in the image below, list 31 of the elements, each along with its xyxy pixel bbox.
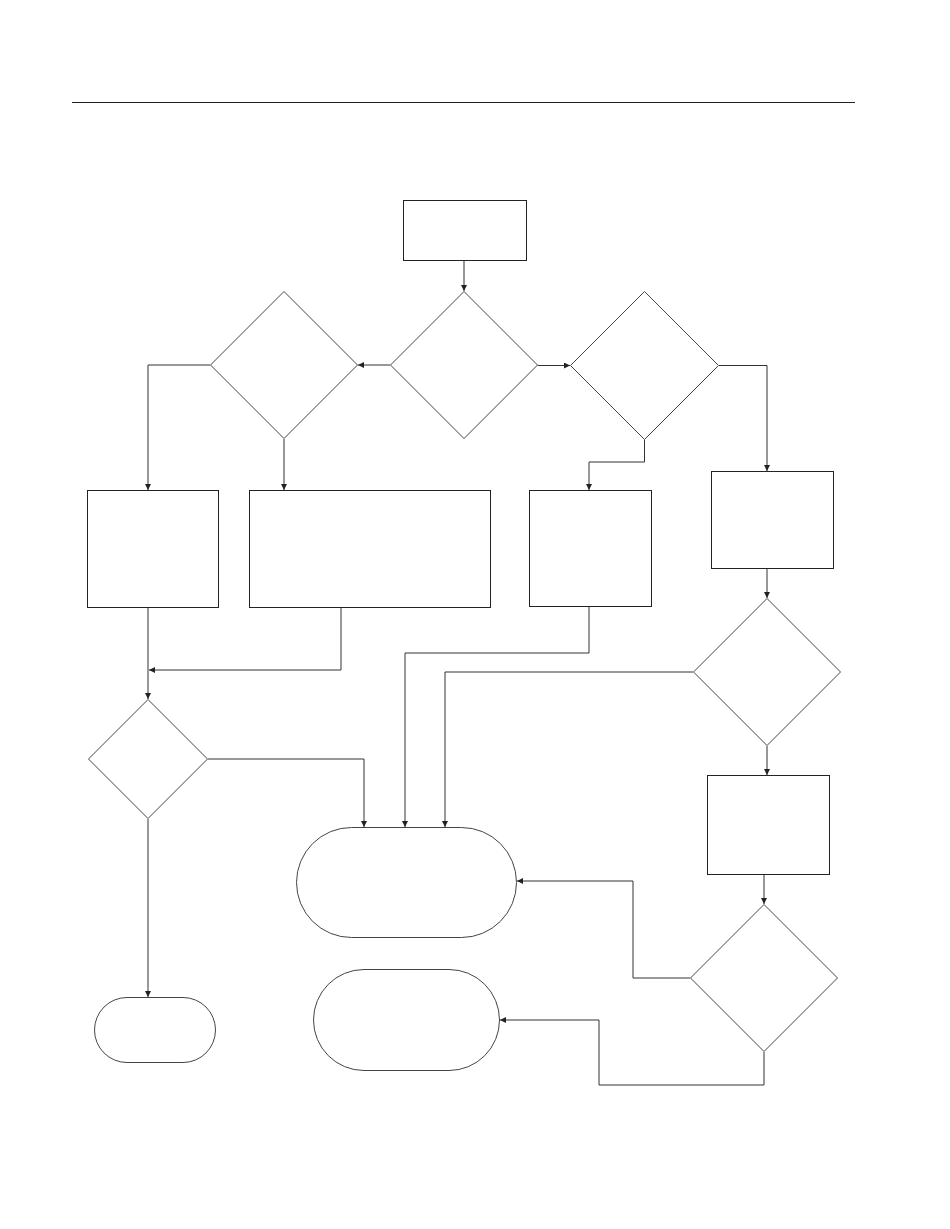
arrow (207, 758, 367, 828)
decision-diamond (570, 291, 719, 440)
decision-diamond (210, 291, 358, 439)
decision-diamond (88, 699, 208, 819)
arrow (145, 669, 151, 700)
connector-line (147, 607, 149, 671)
arrow (148, 607, 342, 673)
arrow (281, 438, 287, 491)
process-box (403, 200, 527, 261)
arrow (586, 439, 645, 491)
arrow (761, 874, 767, 905)
decision-diamond (693, 598, 841, 746)
process-box (249, 490, 491, 608)
arrow (764, 568, 770, 599)
arrow (442, 671, 694, 828)
arrow (357, 362, 391, 368)
arrow (764, 745, 770, 776)
process-box (711, 471, 834, 569)
arrow (537, 362, 571, 369)
decision-diamond (390, 291, 538, 439)
arrow (145, 364, 211, 491)
arrow (461, 260, 467, 292)
arrow (516, 878, 691, 979)
arrow (402, 606, 590, 828)
process-box (529, 490, 652, 607)
arrow (145, 818, 151, 998)
arrow (718, 365, 770, 472)
process-box (87, 490, 219, 608)
arrow (499, 1017, 765, 1086)
decision-diamond (690, 904, 838, 1052)
process-box (707, 775, 830, 875)
